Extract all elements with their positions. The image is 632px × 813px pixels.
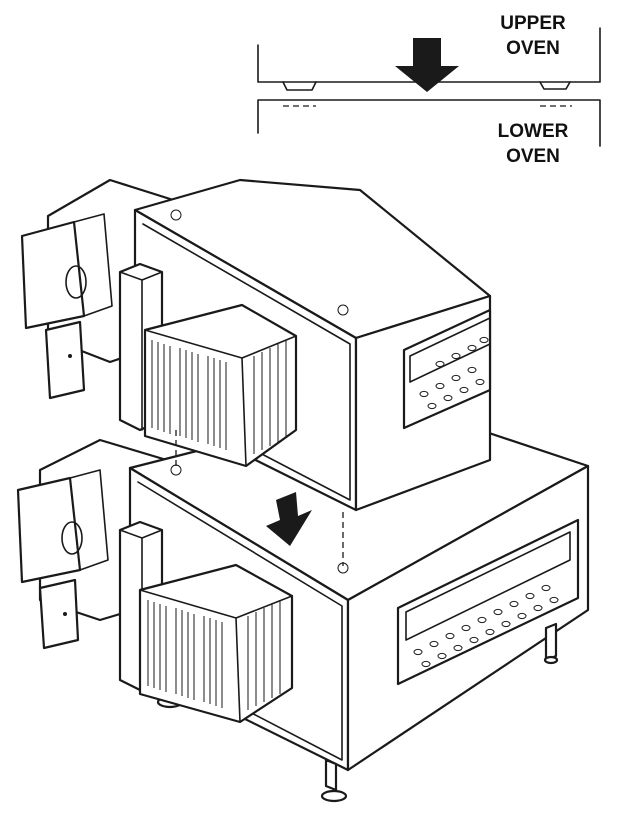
lower-oven (16, 428, 590, 803)
down-arrow-icon (266, 492, 312, 546)
stacking-detail-inset: UPPER OVEN LOWER OVEN (257, 13, 601, 167)
upper-oven-window (402, 308, 492, 430)
upper-rear-bracket (44, 320, 86, 400)
lower-oven-top-edge (257, 99, 601, 147)
lower-foot-front (320, 789, 348, 803)
lower-oven-label-line2: OVEN (506, 146, 560, 167)
upper-oven-foot-left (282, 81, 317, 91)
upper-rear-motor (20, 220, 86, 330)
upper-oven-label-line1: UPPER (500, 13, 566, 34)
lower-foot-right (543, 655, 559, 665)
lower-rear-motor (16, 476, 82, 584)
upper-oven-foot-right (539, 81, 571, 90)
upper-oven (20, 178, 492, 512)
upper-oven-label-line2: OVEN (506, 38, 560, 59)
lower-conveyor-holes (413, 584, 559, 668)
upper-louvers (151, 340, 287, 454)
lower-oven-label-line1: LOWER (498, 121, 569, 142)
upper-conveyor-holes (419, 336, 489, 410)
lower-oven-window (396, 518, 580, 686)
lower-louvers (147, 600, 281, 710)
down-arrow-icon (395, 38, 459, 92)
lower-rear-bracket (38, 578, 80, 650)
